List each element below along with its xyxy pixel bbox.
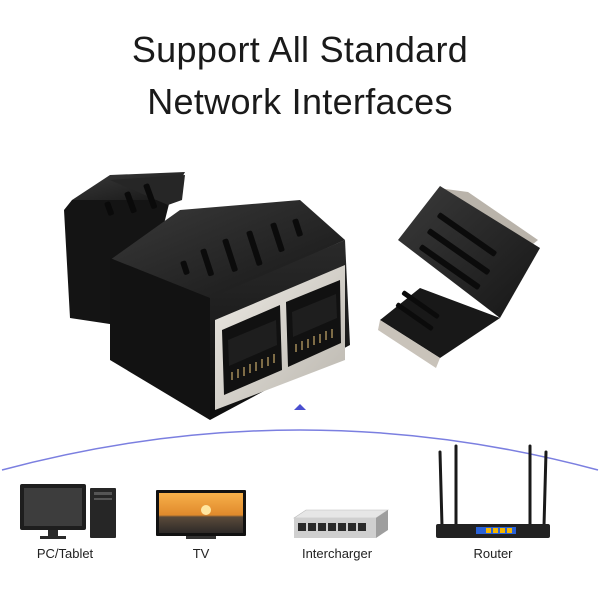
splitter-large	[64, 172, 350, 420]
device-label-router: Router	[473, 546, 513, 561]
headline-line-1: Support All Standard	[131, 29, 469, 70]
headline-line-2: Network Interfaces	[147, 81, 453, 122]
tv-icon	[156, 490, 246, 539]
device-label-tv: TV	[192, 546, 210, 561]
device-row: PC/Tablet TV	[0, 440, 600, 590]
device-label-intercharger: Intercharger	[301, 546, 373, 561]
device-router: Router	[428, 440, 558, 590]
device-intercharger: Intercharger	[272, 440, 402, 590]
device-pc-tablet: PC/Tablet	[0, 440, 130, 590]
router-icon	[436, 444, 550, 538]
arc-separator	[1, 404, 599, 471]
headline: Support All Standard Network Interfaces	[0, 24, 600, 128]
device-tv: TV	[136, 440, 266, 590]
rj45-splitter-photo	[64, 172, 540, 420]
switch-icon	[293, 509, 389, 538]
device-label-pc-tablet: PC/Tablet	[36, 546, 94, 561]
splitter-small	[378, 186, 540, 368]
pc-tablet-icon	[20, 484, 116, 539]
